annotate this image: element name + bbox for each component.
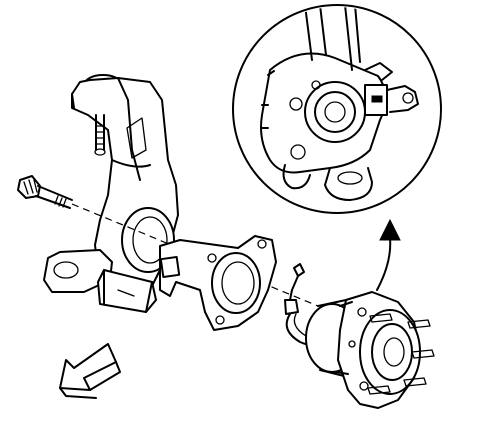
detail-callout [232, 4, 442, 214]
wheel-hub-bearing [305, 291, 435, 409]
mounting-bolt [17, 175, 73, 209]
steering-knuckle [43, 74, 179, 313]
detail-pointer-arrow [376, 218, 401, 291]
front-direction-arrow [59, 343, 121, 399]
brake-backing-plate [159, 235, 277, 331]
